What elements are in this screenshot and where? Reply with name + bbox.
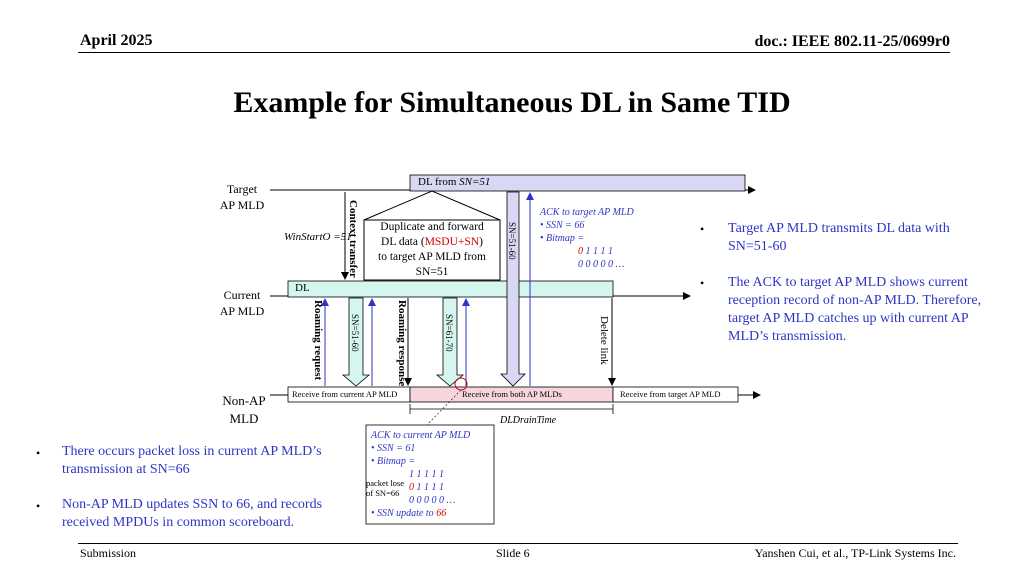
dl-from-label: DL from SN=51	[418, 176, 491, 188]
left-bullet-2: Non-AP MLD updates SSN to 66, and record…	[62, 497, 323, 530]
dup-forward-roof	[363, 190, 501, 221]
sn-51-60-current-arrow	[341, 297, 371, 387]
dl-current-bar	[287, 280, 614, 298]
roaming-request-label: Roaming request	[312, 300, 324, 381]
footer-slide-number: Slide 6	[496, 546, 530, 560]
bullet-dot: •	[700, 222, 705, 236]
sn-51-60-target-arrow	[500, 191, 526, 387]
context-transfer-label: Context transfer	[347, 200, 359, 278]
winstart-label: WinStartO =51	[284, 231, 352, 243]
sn-61-70-label: SN=61-70	[444, 314, 454, 352]
right-bullet-2: The ACK to target AP MLD shows current r…	[728, 275, 982, 344]
right-bullet-1: Target AP MLD transmits DL data with SN=…	[728, 221, 950, 254]
ack-target-text: ACK to target AP MLD • SSN = 66 • Bitmap…	[540, 207, 634, 270]
dl-current-label: DL	[295, 282, 310, 294]
sn-51-60-target-label: SN=51-60	[507, 222, 517, 260]
receive-target-label: Receive from target AP MLD	[620, 389, 721, 399]
left-bullet-1: There occurs packet loss in current AP M…	[62, 444, 322, 477]
page-title: Example for Simultaneous DL in Same TID	[233, 86, 791, 119]
footer-submission: Submission	[80, 546, 137, 560]
header-date: April 2025	[80, 32, 153, 49]
receive-target-bar	[612, 386, 739, 403]
dl-target-bar	[409, 174, 746, 192]
footer-authors: Yanshen Cui, et al., TP-Link Systems Inc…	[754, 546, 956, 560]
dup-forward-box	[363, 219, 501, 281]
receive-current-label: Receive from current AP MLD	[292, 389, 398, 399]
ack-current-box	[365, 424, 495, 525]
ack-current-text: ACK to current AP MLD • SSN = 61 • Bitma…	[371, 430, 471, 519]
receive-both-label: Receive from both AP MLDs	[462, 389, 562, 399]
header-rule	[78, 52, 950, 53]
sn-51-60-current-label: SN=51-60	[350, 314, 360, 352]
roaming-response-label: Roaming response	[396, 300, 408, 387]
bullet-dot: •	[36, 446, 41, 460]
header-doc: doc.: IEEE 802.11-25/0699r0	[754, 33, 950, 50]
dldraintime-label: DLDrainTime	[500, 415, 557, 426]
footer-rule	[78, 543, 958, 544]
bullet-dot: •	[700, 276, 705, 290]
bullet-dot: •	[36, 499, 41, 513]
dup-forward-text: Duplicate and forward DL data (MSDU+SN) …	[378, 221, 486, 278]
delete-link-label: Delete link	[598, 316, 610, 365]
packet-loss-note: packet lose of SN=66	[366, 478, 404, 498]
